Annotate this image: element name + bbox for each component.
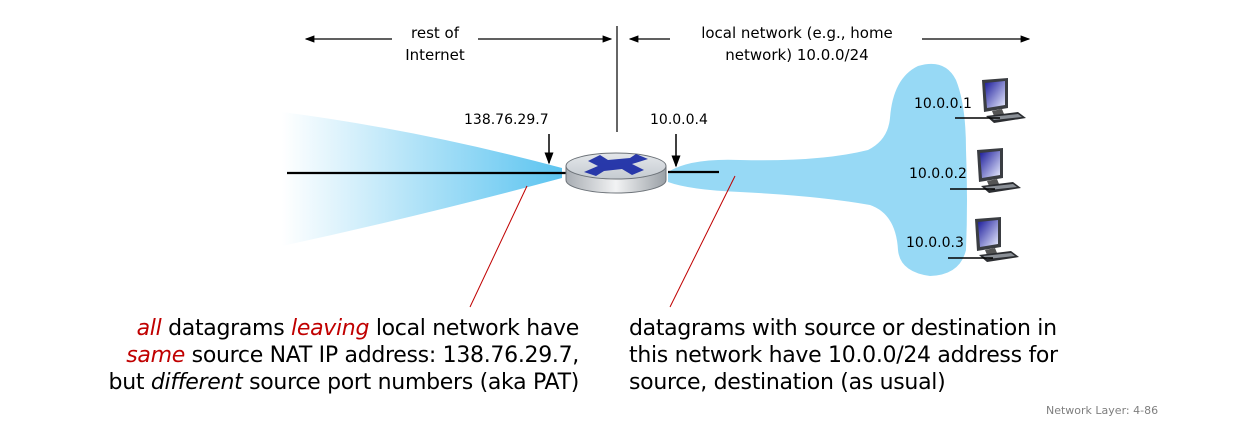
text: source NAT IP address: 138.76.29.7,	[184, 343, 580, 368]
slide-footer: Network Layer: 4-86	[1046, 404, 1159, 417]
router-private-ip: 10.0.0.4	[650, 112, 708, 128]
text: local network have	[369, 316, 579, 341]
caption-right: datagrams with source or destination in …	[629, 315, 1169, 396]
pointer-line-right	[669, 175, 736, 308]
internet-cloud	[282, 112, 562, 246]
host-ip-1: 10.0.0.1	[914, 96, 972, 112]
caption-left-line-1: all datagrams leaving local network have	[39, 315, 580, 342]
caption-left-line-3: but different source port numbers (aka P…	[39, 369, 580, 396]
host-computer-icon	[977, 148, 1021, 193]
text: datagrams	[161, 316, 292, 341]
router-public-ip: 138.76.29.7	[464, 112, 549, 128]
label-line: Internet	[405, 46, 465, 64]
label-line: rest of	[411, 24, 459, 42]
local-network-label: local network (e.g., home network) 10.0.…	[672, 22, 922, 66]
rest-of-internet-label: rest of Internet	[380, 22, 490, 66]
hosts	[948, 78, 1026, 262]
emphasis-leaving: leaving	[291, 316, 370, 341]
label-line: local network (e.g., home	[701, 24, 893, 42]
host-ip-2: 10.0.0.2	[909, 166, 967, 182]
router-x-icon	[584, 154, 648, 176]
host-computer-icon	[982, 78, 1026, 123]
local-network-cloud	[668, 63, 967, 276]
emphasis-all: all	[136, 316, 162, 341]
host-ip-3: 10.0.0.3	[906, 235, 964, 251]
caption-left: all datagrams leaving local network have…	[39, 315, 580, 396]
caption-right-line-1: datagrams with source or destination in	[629, 316, 1057, 341]
host-computer-icon	[975, 217, 1019, 262]
nat-router	[565, 152, 667, 194]
text: source port numbers (aka PAT)	[242, 370, 579, 395]
caption-left-line-2: same source NAT IP address: 138.76.29.7,	[39, 342, 579, 369]
italic-different: different	[150, 370, 243, 395]
caption-right-line-3: source, destination (as usual)	[629, 370, 946, 395]
caption-right-line-2: this network have 10.0.0/24 address for	[629, 343, 1058, 368]
text: but	[108, 370, 151, 395]
label-line: network) 10.0.0/24	[725, 46, 869, 64]
pointer-line-left	[469, 185, 528, 308]
emphasis-same: same	[126, 343, 185, 368]
